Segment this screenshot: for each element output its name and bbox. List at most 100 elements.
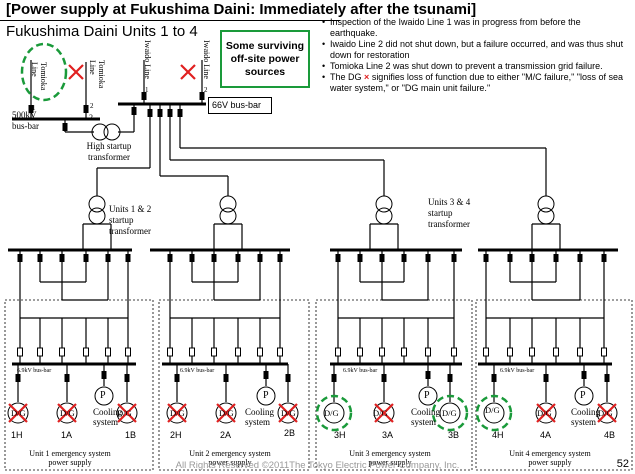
diesel-generator-icon (116, 402, 138, 424)
unit-feeder-breaker (379, 254, 385, 262)
dg-surviving-ring (475, 394, 513, 432)
page-subtitle: Fukushima Daini Units 1 to 4 (6, 23, 198, 40)
unit-bus-switch (425, 347, 431, 357)
unit-2-boundary (158, 299, 310, 471)
cooling-system-3-label: Cooling system (411, 407, 441, 427)
tomioka-line-1-breaker (28, 105, 34, 113)
tomioka-line-1-surviving-ring (20, 42, 68, 102)
dg-failed-icon (597, 403, 617, 423)
note-item: Iwaido Line 2 did not shut down, but a f… (322, 39, 630, 61)
dg-1h-label: 1H (11, 430, 23, 440)
unit-bus-switch (125, 347, 131, 357)
dg-breaker (285, 374, 291, 382)
unit-bus-switch (401, 347, 407, 357)
unit-bus-switch (451, 347, 457, 357)
dg-4h-label: 4H (492, 430, 504, 440)
bus-69kv-label-unit1: 6.9kV bus-bar (17, 368, 52, 374)
unit-feeder-breaker (425, 254, 431, 262)
units-1-2-transformer-label: Units 1 & 2 startup transformer (109, 204, 152, 236)
tomioka-line-1-label: Tomioka Line (30, 62, 48, 91)
startup-transformer-icon (88, 195, 106, 213)
bus-2-mark: 2 (89, 113, 93, 122)
high-startup-transformer-icon (91, 123, 109, 141)
unit-1-boundary (4, 299, 154, 471)
dg-breaker (381, 374, 387, 382)
unit-feeder-breaker (235, 254, 241, 262)
startup-transformer-icon (219, 195, 237, 213)
unit-bus-switch (83, 347, 89, 357)
startup-transformer-icon (537, 207, 555, 225)
dg-breaker (174, 374, 180, 382)
diesel-generator-icon (56, 402, 78, 424)
bus-66v-label: 66V bus-bar (208, 97, 272, 114)
bus-500kv-label: 500kV bus-bar (12, 110, 39, 131)
title-underline (0, 20, 340, 21)
pump-3-label: P (424, 390, 430, 401)
dg-failed-icon (57, 403, 77, 423)
bus-66v-drop-breaker (147, 109, 153, 117)
page-title: [Power supply at Fukushima Daini: Immedi… (6, 1, 477, 18)
dg-4b-symbol-label: D/G (598, 408, 613, 418)
tomioka-line-2-label: Tomioka Line (88, 60, 106, 89)
dg-2b-symbol-label: D/G (281, 408, 296, 418)
dg-4a-symbol-label: D/G (537, 408, 552, 418)
pump-breaker (263, 371, 269, 379)
dg-4b-label: 4B (604, 430, 616, 440)
unit-3-power-supply-label: Unit 3 emergency system power supply (349, 449, 431, 467)
pump-breaker (101, 371, 107, 379)
diesel-generator-icon (277, 402, 299, 424)
diesel-generator-icon (439, 402, 461, 424)
dg-failed-icon (8, 403, 28, 423)
dg-surviving-ring (315, 394, 353, 432)
unit-4-power-supply-label: Unit 4 emergency system power supply (509, 449, 591, 467)
diesel-generator-icon (596, 402, 618, 424)
unit-2-power-supply-label: Unit 2 emergency system power supply (189, 449, 271, 467)
dg-failed-icon (536, 403, 556, 423)
pump-breaker (425, 371, 431, 379)
pump-icon (94, 386, 114, 406)
dg-1a-symbol-label: D/G (60, 408, 75, 418)
bus-69kv-label-unit4: 6.9kV bus-bar (500, 368, 535, 374)
bus-66v-drop-breaker (167, 109, 173, 117)
dg-note-prefix: The DG (330, 72, 362, 82)
note-item-dg: The DG × signifies loss of function due … (322, 72, 630, 94)
unit-bus-switch (529, 347, 535, 357)
dg-failed-icon (374, 403, 394, 423)
unit-bus-switch (189, 347, 195, 357)
surviving-power-callout: Some surviving off-site power sources (220, 30, 310, 88)
tomioka-line-1-number: 1 (32, 104, 36, 112)
dg-3b-label: 3B (448, 430, 460, 440)
diesel-generator-icon (166, 402, 188, 424)
unit-feeder-breaker (167, 254, 173, 262)
tomioka-line-2-breaker (83, 105, 89, 113)
dg-3h-symbol-label: D/G (324, 408, 339, 418)
dg-note-suffix: signifies loss of function due to either… (330, 72, 624, 93)
unit-feeder-breaker (577, 254, 583, 262)
high-startup-transformer-icon (103, 123, 121, 141)
unit-feeder-breaker (335, 254, 341, 262)
dg-breaker (491, 374, 497, 382)
dg-failed-icon (167, 403, 187, 423)
dg-2b-label: 2B (284, 428, 296, 438)
copyright-footer: All Rights Reserved ©2011The Tokyo Elect… (175, 460, 460, 471)
pump-breaker (581, 371, 587, 379)
unit-bus-switch (601, 347, 607, 357)
tomioka-line-2-failed-icon (68, 64, 84, 80)
unit-feeder-breaker (507, 254, 513, 262)
diesel-generator-icon (535, 402, 557, 424)
unit-1-power-supply-label: Unit 1 emergency system power supply (29, 449, 111, 467)
unit-feeder-breaker (277, 254, 283, 262)
unit-feeder-breaker (83, 254, 89, 262)
diesel-generator-icon (373, 402, 395, 424)
dg-3h-label: 3H (334, 430, 346, 440)
iwaido-line-2-failed-icon (180, 64, 196, 80)
startup-transformer-icon (219, 207, 237, 225)
failed-x-icon: × (364, 72, 370, 82)
unit-bus-switch (379, 347, 385, 357)
dg-1b-label: 1B (125, 430, 137, 440)
unit-feeder-breaker (357, 254, 363, 262)
startup-transformer-icon (537, 195, 555, 213)
unit-bus-switch (483, 347, 489, 357)
diesel-generator-icon (7, 402, 29, 424)
unit-feeder-breaker (17, 254, 23, 262)
